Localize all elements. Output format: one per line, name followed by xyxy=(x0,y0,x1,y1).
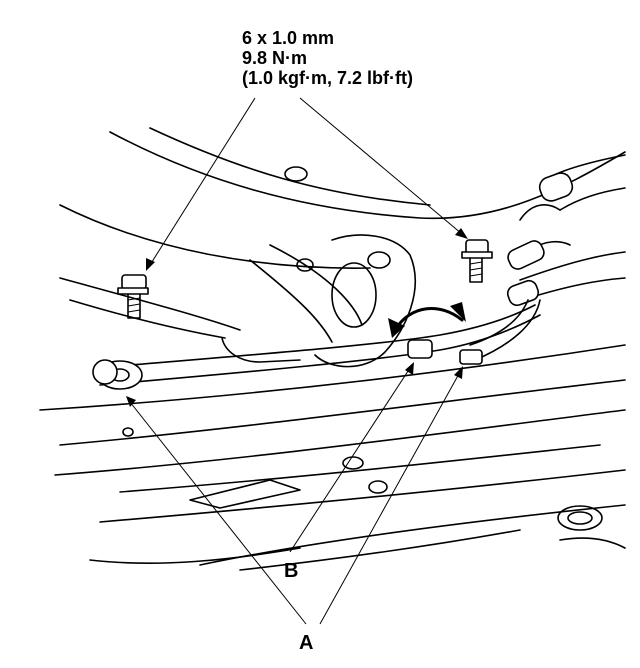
bolt-left-icon xyxy=(117,274,149,319)
curved-arrow-icon xyxy=(388,302,466,338)
thread-spec: 6 x 1.0 mm xyxy=(242,28,335,48)
brake-lines xyxy=(92,304,541,390)
body-hole xyxy=(296,258,314,272)
body-hole xyxy=(367,251,391,269)
callout-b-label: B xyxy=(284,560,299,582)
callout-a-label: A xyxy=(299,632,314,654)
right-hoses xyxy=(469,154,626,361)
body-hole xyxy=(284,166,308,182)
bolt-right-icon xyxy=(461,239,493,283)
torque-alt-spec: (1.0 kgf·m, 7.2 lbf·ft) xyxy=(242,68,414,88)
leader-lines xyxy=(126,97,468,625)
subframe-crossmember xyxy=(39,344,626,571)
body-floor-lines xyxy=(59,127,626,339)
torque-nm-spec: 9.8 N·m xyxy=(242,48,308,68)
